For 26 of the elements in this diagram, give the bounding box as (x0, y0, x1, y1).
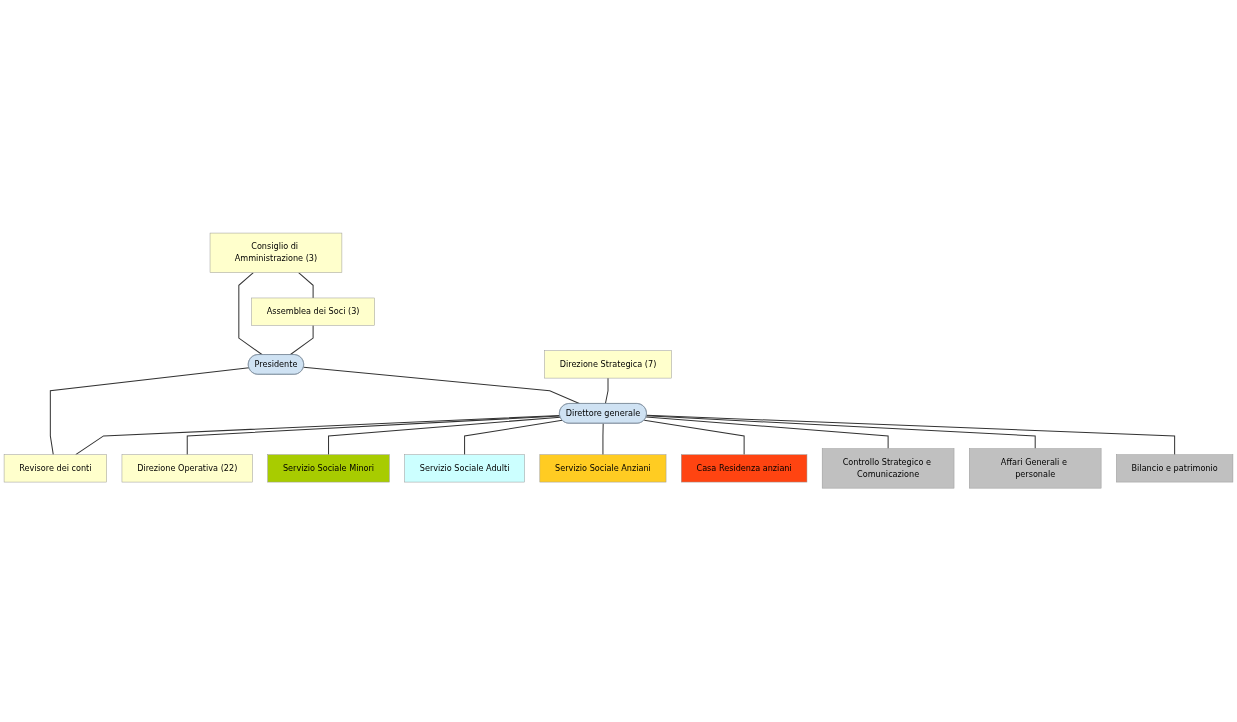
node-box: Controllo Strategico e Comunicazione (821, 448, 955, 489)
connector (328, 417, 561, 456)
node-box: Direzione Strategica (7) (544, 350, 672, 379)
node-box: Assemblea dei Soci (3) (251, 298, 375, 326)
connector (643, 420, 745, 456)
node-box: Servizio Sociale Adulti (404, 454, 525, 483)
node-box: Servizio Sociale Minori (267, 454, 390, 483)
connector (645, 415, 1036, 450)
node-box: Direzione Operativa (22) (121, 454, 253, 483)
connector (602, 423, 604, 456)
connector (298, 272, 314, 299)
connector (604, 378, 609, 405)
connector (238, 272, 263, 356)
connector (75, 415, 561, 456)
connector (186, 415, 561, 456)
connector (646, 415, 1176, 456)
node-box: Servizio Sociale Anziani (539, 454, 667, 483)
node-box: Casa Residenza anziani (681, 454, 808, 483)
node-box: Consiglio di Amministrazione (3) (209, 233, 343, 274)
connector (289, 325, 314, 356)
node-box: Affari Generali e personale (969, 448, 1102, 489)
node-box: Revisore dei conti (3, 454, 107, 483)
node-box: Bilancio e patrimonio (1116, 454, 1234, 483)
connector (464, 420, 563, 456)
connector (49, 367, 250, 456)
connector (645, 416, 889, 450)
